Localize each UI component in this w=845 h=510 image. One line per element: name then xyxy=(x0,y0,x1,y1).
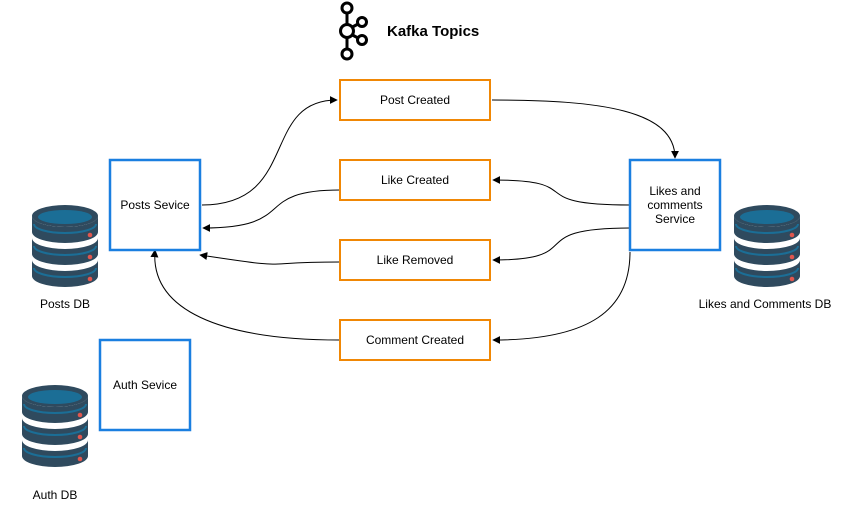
edge-likes-to-like-created xyxy=(492,176,631,206)
service-label: Auth Sevice xyxy=(113,378,177,392)
service-posts[interactable]: Posts Sevice xyxy=(108,158,202,252)
topic-label: Like Created xyxy=(381,173,449,187)
service-label-line-3: Service xyxy=(655,212,695,226)
service-label-line-1: Likes and xyxy=(649,184,700,198)
topic-label: Like Removed xyxy=(377,253,454,267)
edge-likes-to-like-removed xyxy=(492,227,631,264)
edges xyxy=(150,96,679,344)
topic-like-removed[interactable]: Like Removed xyxy=(339,239,491,281)
service-label: Posts Sevice xyxy=(120,198,190,212)
db-label: Auth DB xyxy=(33,488,78,502)
database-icon xyxy=(31,204,99,288)
edge-posts-to-post-created xyxy=(201,96,338,206)
service-auth[interactable]: Auth Sevice xyxy=(98,338,192,432)
topic-like-created[interactable]: Like Created xyxy=(339,159,491,201)
edge-post-created-to-likes xyxy=(491,99,679,159)
edge-like-created-to-posts xyxy=(202,189,341,232)
db-label: Likes and Comments DB xyxy=(699,297,832,311)
service-label-line-2: comments xyxy=(647,198,702,212)
database-icon xyxy=(21,384,89,468)
db-likes-comments[interactable]: Likes and Comments DB xyxy=(699,204,832,311)
topic-comment-created[interactable]: Comment Created xyxy=(339,319,491,361)
db-posts[interactable]: Posts DB xyxy=(31,204,99,311)
db-label: Posts DB xyxy=(40,297,90,311)
database-icon xyxy=(733,204,801,288)
diagram-title: Kafka Topics xyxy=(387,23,479,40)
topic-label: Post Created xyxy=(380,93,450,107)
edge-likes-to-comment-created xyxy=(492,251,631,344)
service-likes-comments[interactable]: Likes and comments Service xyxy=(628,158,722,252)
topic-label: Comment Created xyxy=(366,333,464,347)
edge-comment-created-to-posts xyxy=(150,249,341,341)
db-auth[interactable]: Auth DB xyxy=(21,384,89,502)
topic-post-created[interactable]: Post Created xyxy=(339,79,491,121)
kafka-logo-icon xyxy=(339,1,368,61)
edge-like-removed-to-posts xyxy=(199,252,341,265)
